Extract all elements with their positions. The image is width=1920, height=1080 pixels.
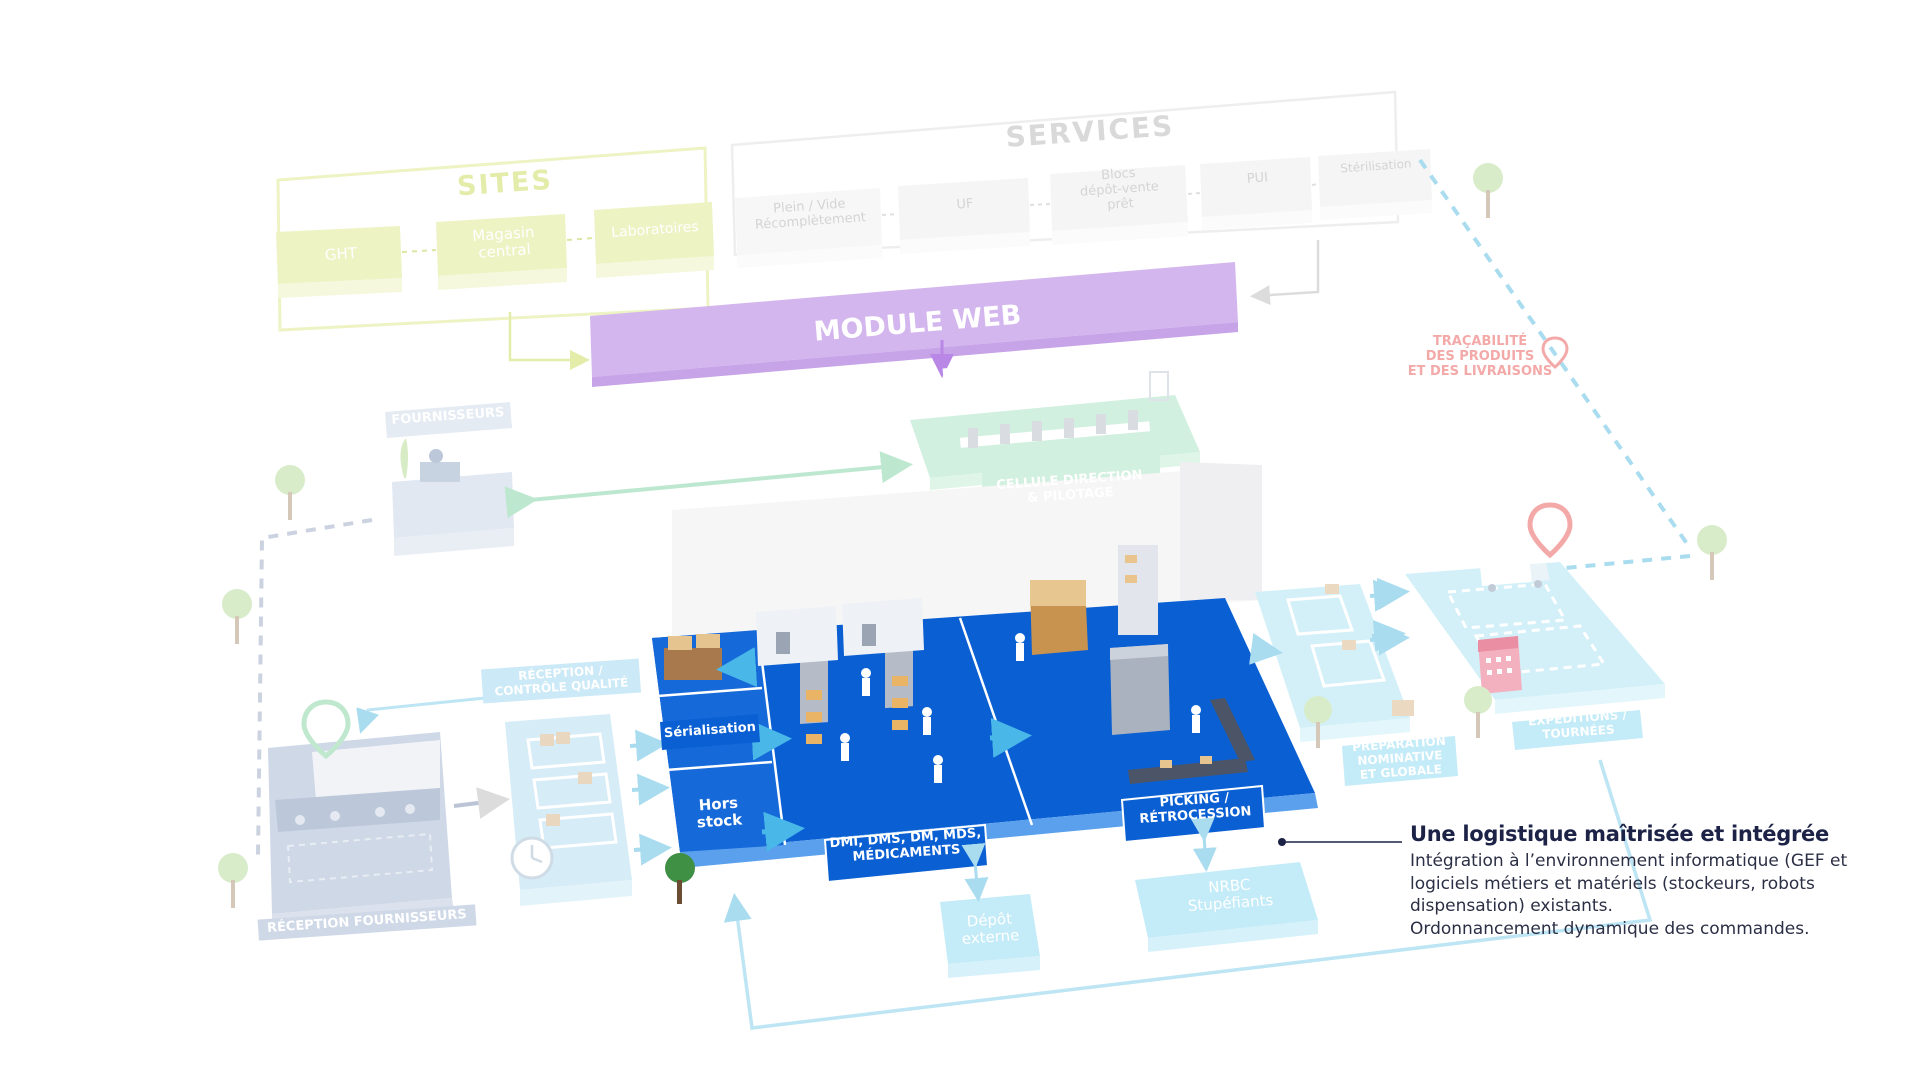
location-pin-icon bbox=[1541, 336, 1569, 369]
module-web-banner bbox=[590, 262, 1238, 387]
sites-section bbox=[276, 146, 714, 370]
callout-title: Une logistique maîtrisée et intégrée bbox=[1410, 822, 1829, 846]
warehouse-floor bbox=[652, 545, 1318, 868]
picking-label-box bbox=[1120, 784, 1267, 844]
clock-icon bbox=[510, 836, 554, 880]
preparation-label: PRÉPARATION NOMINATIVE ET GLOBALE bbox=[1351, 733, 1447, 782]
nrbc-block bbox=[1135, 817, 1318, 952]
serialisation-box bbox=[660, 714, 760, 750]
service-blocs-label: Blocs dépôt-vente prêt bbox=[1079, 165, 1160, 213]
tree-icon bbox=[218, 853, 248, 908]
site-box-magasin-central bbox=[436, 214, 567, 290]
callout-body: Intégration à l’environnement informatiq… bbox=[1410, 851, 1848, 939]
tree-icon bbox=[1697, 525, 1727, 580]
return-flow-arrow bbox=[723, 759, 1653, 1030]
hors-stock-label: Hors stock bbox=[696, 793, 743, 832]
tree-icon bbox=[275, 465, 305, 520]
site-box-ght bbox=[276, 226, 402, 298]
callout-connector bbox=[1278, 838, 1402, 846]
preparation-block bbox=[1249, 579, 1458, 786]
reception-controle-block bbox=[505, 714, 672, 906]
callout-panel: Une logistique maîtrisée et intégrée Int… bbox=[1410, 822, 1880, 940]
tree-icon bbox=[665, 853, 695, 904]
calendar-icon bbox=[1478, 636, 1522, 694]
tree-icon bbox=[222, 589, 252, 644]
service-box-blocs bbox=[1050, 165, 1188, 245]
delivery-truck-icon bbox=[1480, 562, 1550, 592]
service-box-uf bbox=[898, 178, 1030, 254]
depot-externe-label: Dépôt externe bbox=[961, 909, 1020, 949]
depot-externe-block bbox=[940, 843, 1040, 978]
expeditions-block bbox=[1369, 502, 1665, 750]
location-pin-icon bbox=[301, 699, 351, 760]
service-box-plein-vide bbox=[735, 188, 882, 268]
building-wall bbox=[672, 465, 1262, 640]
fournisseurs-block bbox=[385, 402, 913, 556]
services-section bbox=[730, 90, 1432, 306]
tracabilite-label: TRAÇABILITÉ DES PRODUITS ET DES LIVRAISO… bbox=[1407, 334, 1553, 379]
service-box-pui bbox=[1200, 157, 1312, 230]
reception-fournisseurs-block bbox=[268, 696, 510, 928]
tree-icon bbox=[1473, 163, 1503, 218]
tree-icon bbox=[1304, 696, 1332, 748]
service-box-sterilisation bbox=[1318, 149, 1432, 220]
tree-icon bbox=[1464, 686, 1492, 738]
location-pin-icon bbox=[1527, 502, 1573, 559]
cellule-direction-block bbox=[910, 371, 1200, 516]
site-box-laboratoires bbox=[594, 202, 714, 278]
